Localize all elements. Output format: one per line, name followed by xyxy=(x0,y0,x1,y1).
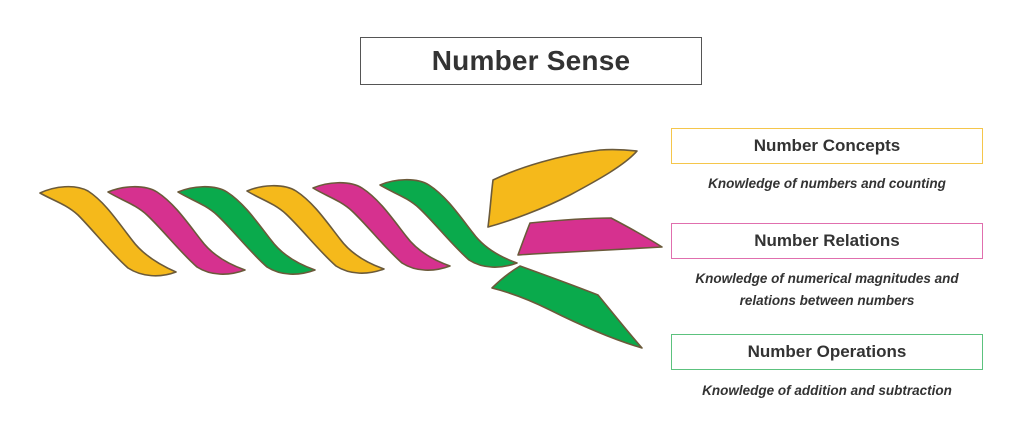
number-relations-description: Knowledge of numerical magnitudes and re… xyxy=(671,268,983,312)
number-relations-box: Number Relations xyxy=(671,223,983,259)
rope-segment-magenta-2 xyxy=(312,181,451,271)
number-operations-description: Knowledge of addition and subtraction xyxy=(671,380,983,402)
title-box: Number Sense xyxy=(360,37,702,85)
number-operations-box: Number Operations xyxy=(671,334,983,370)
number-relations-description-line-2: relations between numbers xyxy=(739,293,915,308)
number-concepts-description-line-1: Knowledge of numbers and counting xyxy=(708,176,946,191)
rope-segment-green-2 xyxy=(379,178,518,268)
number-relations-description-line-1: Knowledge of numerical magnitudes and xyxy=(695,271,959,286)
strand-magenta xyxy=(517,217,663,256)
strand-yellow xyxy=(487,148,638,228)
rope-segment-green-1 xyxy=(177,185,316,275)
number-operations-description-line-1: Knowledge of addition and subtraction xyxy=(702,383,952,398)
rope-segment-yellow-2 xyxy=(246,184,385,274)
rope-segment-yellow-1 xyxy=(39,185,177,277)
rope-segment-magenta-1 xyxy=(107,185,246,275)
number-concepts-description: Knowledge of numbers and counting xyxy=(671,173,983,195)
number-operations-label: Number Operations xyxy=(747,342,907,361)
diagram-title: Number Sense xyxy=(431,45,631,76)
number-concepts-label: Number Concepts xyxy=(753,136,901,155)
strand-green xyxy=(491,265,643,349)
number-concepts-box: Number Concepts xyxy=(671,128,983,164)
number-relations-label: Number Relations xyxy=(754,231,900,250)
